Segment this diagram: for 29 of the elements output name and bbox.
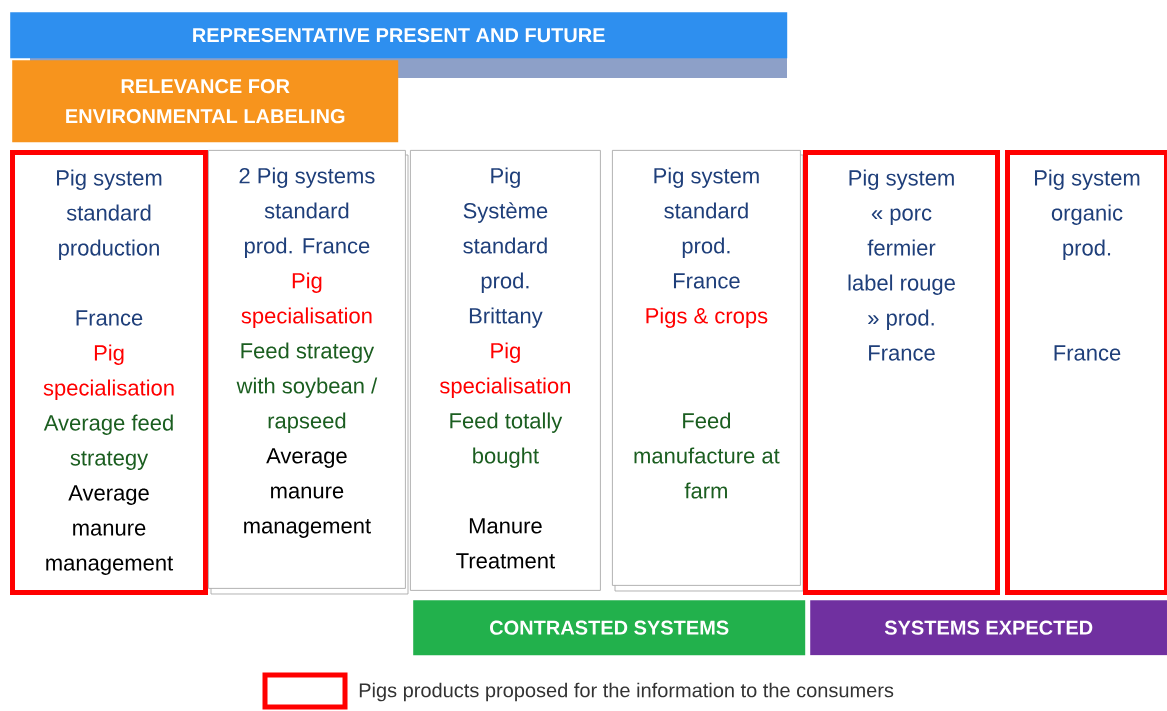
system-column [410, 150, 601, 591]
column-text: Pig specialisation [440, 342, 570, 398]
column-text: Pig system organic prod. [1035, 169, 1140, 260]
system-column [10, 150, 208, 595]
system-column [803, 150, 1000, 595]
column-text: Pig system standard production [57, 169, 162, 260]
column-text: 2 Pig systems standard prod. France [239, 167, 375, 258]
column-text: France [1054, 345, 1121, 361]
column-text: France [76, 310, 143, 326]
system-column [612, 150, 804, 592]
banner: SYSTEMS EXPECTED [810, 600, 1167, 656]
column-text: Feed strategy with soybean / rapseed [236, 342, 378, 433]
column-text: Pig system standard prod. France [654, 167, 759, 289]
column-text: Pig system « porc fermier label rouge » prod. France [848, 169, 955, 361]
banner: RELEVANCE FOR ENVIRONMENTAL LABELING [12, 60, 399, 143]
column-text: Feed manufacture at farm [634, 412, 780, 499]
column-text: Pig Système standard prod. Brittany [463, 167, 548, 328]
column-text: Average manure management [46, 485, 174, 575]
column-text: Average feed strategy [43, 414, 173, 470]
column-text: Feed totally bought [450, 412, 563, 468]
system-column [1005, 150, 1167, 595]
column-text: Pig specialisation [43, 344, 174, 400]
legend-text: Pigs products proposed for the information to the consumers [359, 682, 894, 702]
column-text: Average manure management [244, 448, 371, 538]
column-text: Pig specialisation [241, 272, 372, 328]
banner: CONTRASTED SYSTEMS [413, 600, 806, 656]
system-column [208, 150, 409, 595]
column-text: Manure Treatment [456, 518, 555, 569]
column-text: Pigs & crops [646, 307, 768, 328]
